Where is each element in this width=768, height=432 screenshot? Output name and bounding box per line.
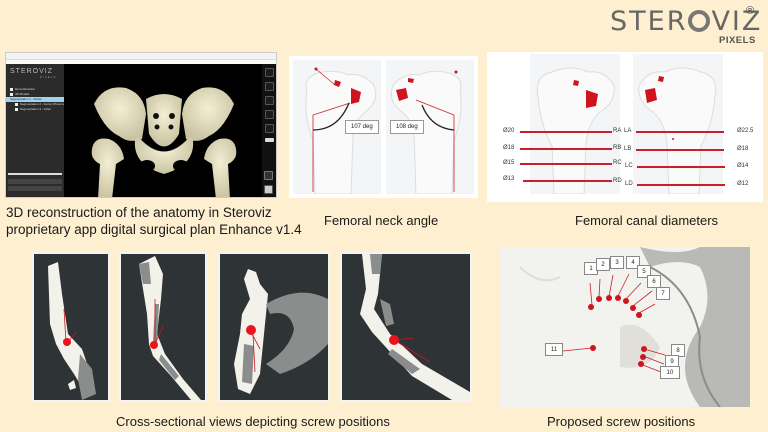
screw-label-11: 11 (545, 343, 563, 356)
diameter-label: Ø22.5 (737, 128, 754, 134)
reset-view-icon[interactable] (264, 171, 273, 180)
diameter-label: Ø15 (503, 160, 515, 166)
right-angle-label: 108 deg (390, 120, 424, 134)
screw-label-2: 2 (596, 258, 610, 271)
control-row (8, 186, 62, 191)
measure-line (520, 163, 612, 165)
diameter-label: Ø20 (503, 128, 515, 134)
tree-item: Reconstruction (6, 87, 64, 92)
logo-subtitle: PIXELS (719, 35, 756, 46)
screw-position-dot (615, 295, 621, 301)
femoral-neck-angle-image: 107 deg 108 deg (289, 56, 478, 198)
diameter-label: Ø18 (503, 145, 515, 151)
registered-mark: ® (746, 5, 755, 17)
cross-section-view-1 (32, 252, 110, 402)
screw-position-dot (590, 345, 596, 351)
marker-label: RC (613, 160, 622, 166)
screw-position-dot (630, 305, 636, 311)
hand-pointer-icon[interactable] (264, 82, 274, 91)
diameter-label: Ø13 (503, 176, 515, 182)
measure-line (636, 131, 724, 133)
proposed-screw-positions-image: 1 2 3 4 5 6 7 8 9 10 11 (500, 247, 750, 407)
marker-label: RB (613, 145, 622, 151)
diameter-label: Ø18 (737, 146, 749, 152)
marker-label: LC (625, 163, 633, 169)
screw-position-dot (623, 298, 629, 304)
screw-position-dot (596, 296, 602, 302)
opacity-slider (8, 173, 62, 175)
marker-label: RD (613, 178, 622, 184)
caption-femoral-neck-angle: Femoral neck angle (324, 213, 439, 228)
pelvis-3d-render (91, 87, 237, 197)
logo-o-ring-icon (688, 10, 711, 32)
cross-section-view-2 (119, 252, 207, 402)
screw-label-5: 5 (637, 265, 651, 278)
caption-femoral-canal-diameters: Femoral canal diameters (575, 213, 719, 228)
right-femur-view: 108 deg (386, 60, 474, 195)
app-menubar (6, 60, 276, 64)
ruler-icon[interactable] (264, 96, 274, 105)
marker-label: RA (613, 128, 622, 134)
caption-3d-reconstruction: 3D reconstruction of the anatomy in Ster… (6, 205, 302, 237)
measure-line (520, 148, 612, 150)
diameter-label: Ø12 (737, 181, 749, 187)
marker-label: LD (625, 181, 633, 187)
measure-line (637, 166, 725, 168)
app-titlebar (6, 53, 276, 60)
screw-label-1: 1 (584, 262, 598, 275)
app-toolbar (262, 64, 276, 197)
measure-line (523, 180, 612, 182)
angle-icon[interactable] (264, 110, 274, 119)
hand-icon[interactable] (264, 68, 274, 77)
right-canal-view (633, 54, 723, 195)
marker-label: LB (624, 146, 632, 152)
left-angle-label: 107 deg (345, 120, 379, 134)
tree-item: 3D Models (6, 92, 64, 97)
screw-position-dot (606, 295, 612, 301)
sidebar-controls (8, 173, 62, 193)
screw-label-7: 7 (656, 287, 670, 300)
screw-label-3: 3 (610, 256, 624, 269)
camera-icon[interactable] (264, 185, 273, 194)
measure-line (636, 149, 724, 151)
left-femur-view: 107 deg (293, 60, 381, 195)
screw-position-dot (638, 361, 644, 367)
tree-item: Segmentation 3 - Other (6, 107, 64, 112)
slice-icon[interactable] (264, 138, 274, 142)
measure-line (637, 184, 725, 186)
measure-line (520, 131, 612, 133)
screw-position-dot (641, 346, 647, 352)
3d-viewport (64, 64, 262, 197)
screw-position-dot (588, 304, 594, 310)
tree-item: Segmentation 2 - Femur (Proximal) (6, 102, 64, 107)
tree-item-selected: Segmentation 1 - Pelvis (6, 97, 64, 102)
screw-label-4: 4 (626, 256, 640, 269)
caption-cross-sectional-views: Cross-sectional views depicting screw po… (116, 414, 390, 429)
measure-icon[interactable] (264, 124, 274, 133)
marker-label: LA (624, 128, 632, 134)
cross-section-view-3 (218, 252, 330, 402)
screw-position-dot (640, 354, 646, 360)
cross-section-view-4 (340, 252, 472, 402)
screw-label-6: 6 (647, 275, 661, 288)
caption-proposed-screw-positions: Proposed screw positions (547, 414, 696, 429)
femoral-canal-diameters-image: Ø20 Ø18 Ø15 Ø13 RA RB RC RD LA LB LC LD … (487, 52, 763, 202)
screw-label-10: 10 (660, 366, 680, 379)
left-canal-view (530, 54, 620, 195)
control-row (8, 179, 62, 184)
model-tree: Reconstruction 3D Models Segmentation 1 … (6, 87, 64, 112)
screw-position-dot (636, 312, 642, 318)
diameter-label: Ø14 (737, 163, 749, 169)
